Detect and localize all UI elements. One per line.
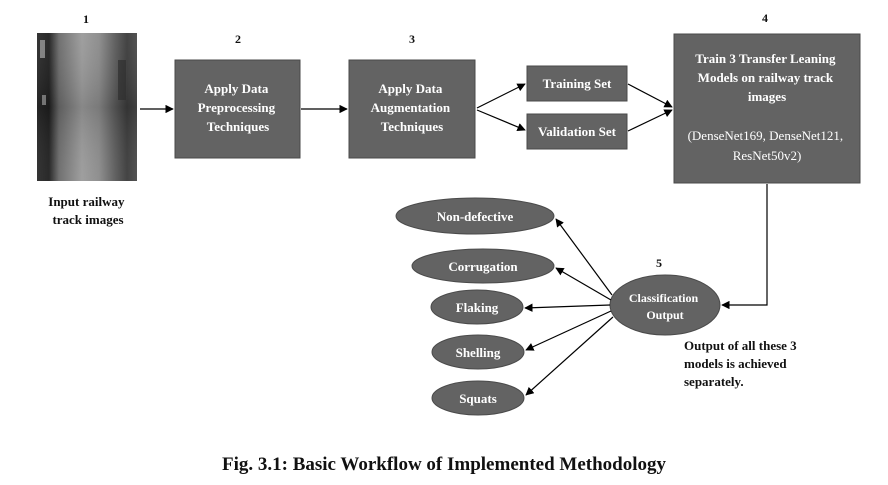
class-label-shelling: Shelling bbox=[456, 345, 501, 360]
arrow-augmentation-to-validation bbox=[476, 109, 526, 131]
box-line: Apply Data bbox=[204, 81, 268, 96]
caption-line: track images bbox=[52, 212, 123, 227]
train-models-box bbox=[673, 33, 861, 184]
models-line: ResNet50v2) bbox=[733, 148, 802, 163]
output-note: Output of all these 3 models is achieved… bbox=[684, 338, 800, 389]
ellipse-line: Classification bbox=[629, 291, 699, 305]
validation-set-box bbox=[526, 113, 628, 150]
ellipse-line: Output bbox=[646, 308, 683, 322]
class-ellipse-non-defective bbox=[395, 197, 555, 235]
figure-caption: Fig. 3.1: Basic Workflow of Implemented … bbox=[222, 454, 667, 475]
arrow-training-to-models bbox=[627, 83, 673, 108]
step-4-number: 4 bbox=[762, 11, 768, 25]
arrow-to-non-defective bbox=[555, 218, 613, 296]
arrow-models-to-classification bbox=[721, 184, 768, 310]
step-2-number: 2 bbox=[235, 32, 241, 46]
train-models-label: Train 3 Transfer Leaning Models on railw… bbox=[695, 51, 839, 104]
box-line: Models on railway track bbox=[698, 70, 834, 85]
step-3-number: 3 bbox=[409, 32, 415, 46]
class-label-non-defective: Non-defective bbox=[437, 209, 514, 224]
preprocessing-label: Apply Data Preprocessing Techniques bbox=[198, 81, 279, 134]
caption-line: Input railway bbox=[48, 194, 125, 209]
class-ellipse-squats bbox=[431, 380, 525, 416]
models-line: (DenseNet169, DenseNet121, bbox=[688, 128, 844, 143]
arrow-to-squats bbox=[525, 316, 614, 396]
class-label-corrugation: Corrugation bbox=[448, 259, 518, 274]
class-label-squats: Squats bbox=[459, 391, 497, 406]
box-line: Preprocessing bbox=[198, 100, 276, 115]
training-set-box bbox=[526, 65, 628, 102]
box-line: images bbox=[748, 89, 786, 104]
classification-output-label: Classification Output bbox=[629, 291, 701, 322]
step-1-number: 1 bbox=[83, 12, 89, 26]
step-5-number: 5 bbox=[656, 256, 662, 270]
box-line: Techniques bbox=[207, 119, 269, 134]
class-ellipse-shelling bbox=[431, 334, 525, 370]
arrow-augmentation-to-training bbox=[476, 83, 526, 109]
box-line: Train 3 Transfer Leaning bbox=[695, 51, 836, 66]
classification-output-ellipse bbox=[609, 274, 721, 336]
arrow-to-shelling bbox=[525, 310, 612, 351]
arrow-validation-to-models bbox=[627, 109, 673, 132]
note-line: models is achieved bbox=[684, 356, 787, 371]
preprocessing-box bbox=[174, 59, 301, 159]
augmentation-box bbox=[348, 59, 476, 159]
box-line: Techniques bbox=[381, 119, 443, 134]
augmentation-label: Apply Data Augmentation Techniques bbox=[371, 81, 454, 134]
box-line: Augmentation bbox=[371, 100, 451, 115]
connector-arrows bbox=[140, 83, 768, 396]
models-list: (DenseNet169, DenseNet121, ResNet50v2) bbox=[688, 128, 847, 163]
railway-track-image bbox=[37, 33, 137, 181]
note-line: separately. bbox=[684, 374, 744, 389]
note-line: Output of all these 3 bbox=[684, 338, 797, 353]
validation-set-label: Validation Set bbox=[538, 124, 617, 139]
box-line: Apply Data bbox=[378, 81, 442, 96]
class-ellipse-flaking bbox=[430, 289, 524, 325]
arrow-to-flaking bbox=[524, 303, 611, 312]
step-1-caption: Input railway track images bbox=[48, 194, 127, 227]
training-set-label: Training Set bbox=[543, 76, 612, 91]
arrow-to-corrugation bbox=[555, 267, 612, 301]
class-label-flaking: Flaking bbox=[456, 300, 499, 315]
class-ellipse-corrugation bbox=[411, 248, 555, 284]
